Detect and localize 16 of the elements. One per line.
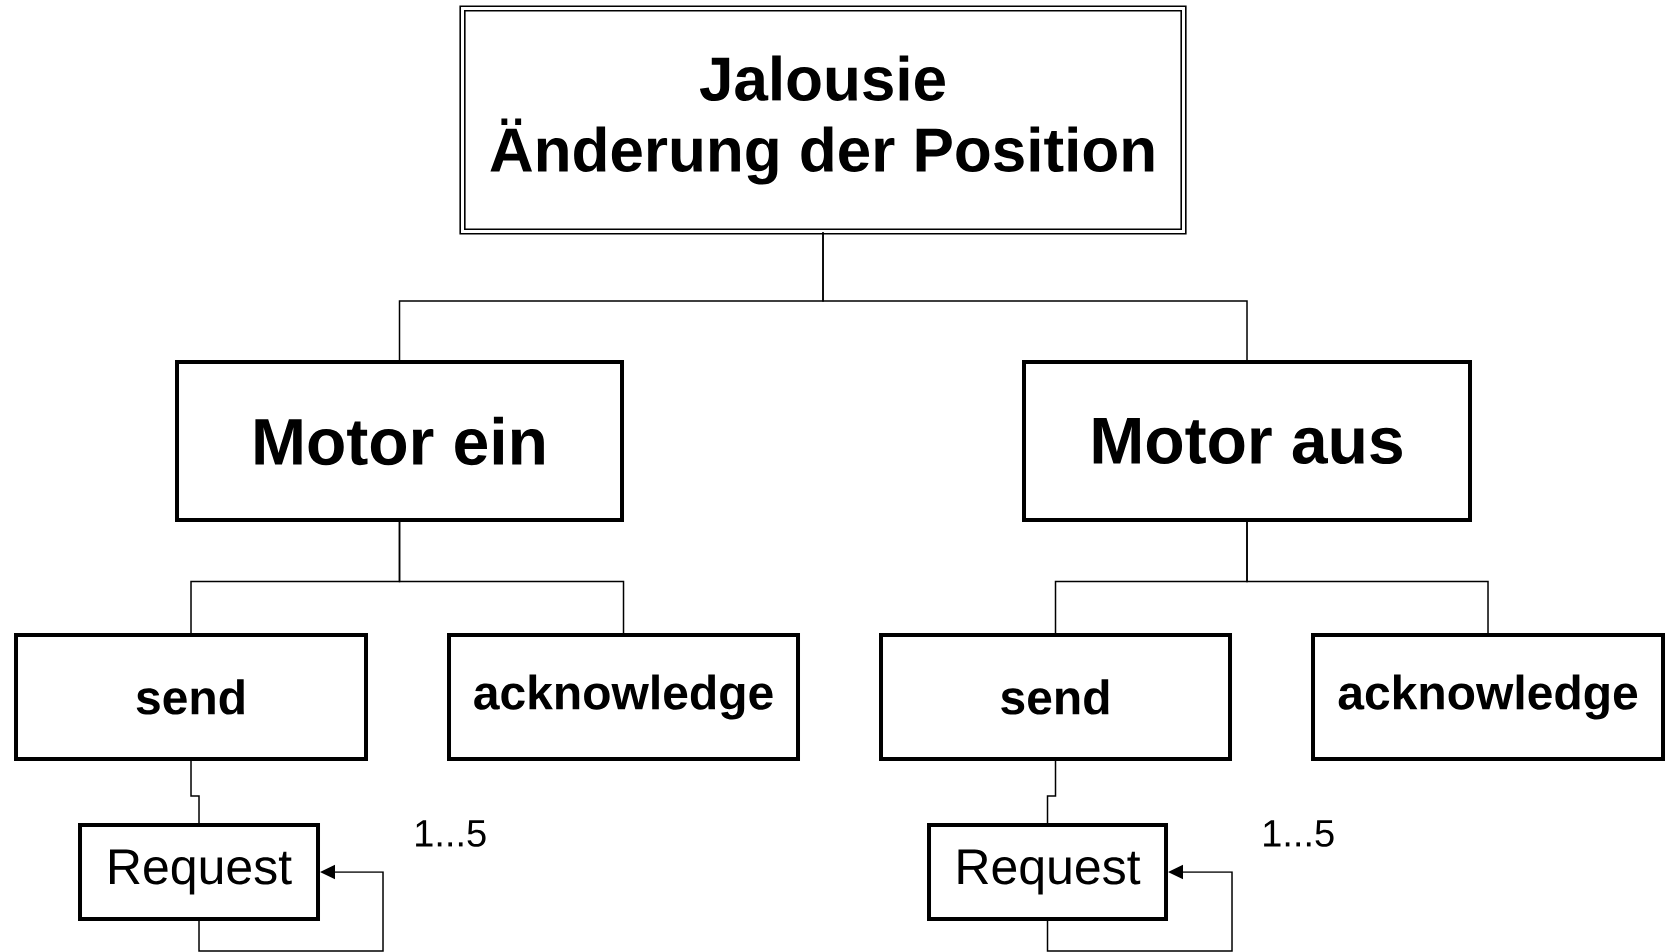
title-box: Jalousie Änderung der Position — [459, 5, 1187, 235]
step-box: acknowledge — [1311, 633, 1665, 761]
step-box: send — [879, 633, 1232, 761]
step-box: acknowledge — [447, 633, 800, 761]
edge-label: 1...5 — [1260, 819, 1337, 848]
process-box: Motor ein — [175, 360, 624, 522]
connector — [1046, 760, 1057, 824]
connector — [1246, 521, 1489, 634]
edge-label: 1...5 — [412, 819, 489, 848]
connector — [398, 521, 625, 634]
connector — [190, 760, 200, 824]
message-box: Request — [927, 823, 1168, 921]
process-box: Motor aus — [1022, 360, 1472, 522]
connector — [822, 231, 1248, 361]
message-box: Request — [78, 823, 320, 921]
step-box: send — [14, 633, 368, 761]
